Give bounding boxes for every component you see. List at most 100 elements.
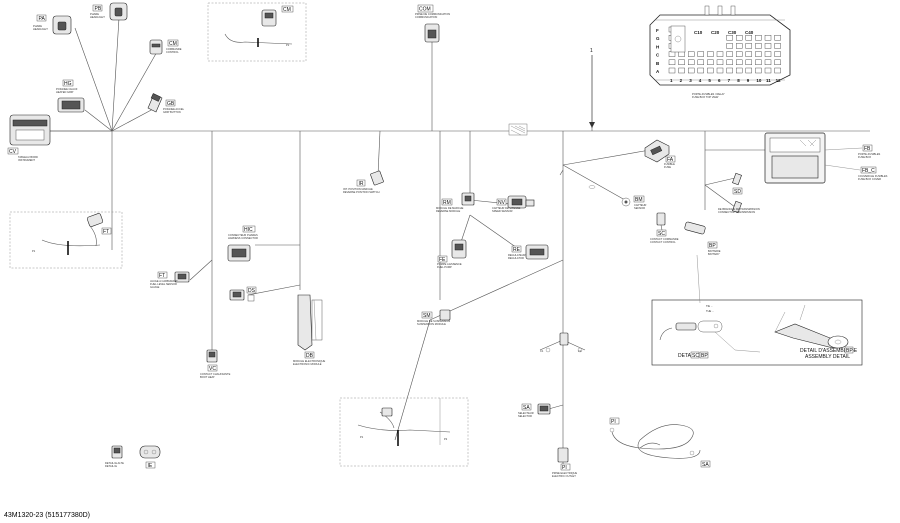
connector-sc: SC CONTACT COMMANDE CONTACT CONTROL BP B… [650,212,721,256]
label-com: COM [419,7,431,13]
label-fe: FE [439,257,446,263]
detail-sc-code: SC [692,353,699,359]
svg-text:TABLEAU BORD: TABLEAU BORD [18,155,38,159]
label-pi: PI [562,465,567,471]
fuse-slot [678,51,685,57]
fuse-column-label: 8 [737,78,740,83]
fuse-column-label: 9 [747,78,750,83]
detail-box-assembly: TIE ... THE ... DETAIL SC BP DETAIL D'AS… [651,254,863,366]
connector-sa: SA SELECTEUR SELECTOR [518,403,551,418]
svg-text:POIGNEE CHAUF: POIGNEE CHAUF [56,87,78,91]
fuse-slot [774,35,781,41]
fuse-slot [764,35,772,41]
fuse-column-label: 3 [689,78,692,83]
connector-vc: VC CONTACT CHAUFFANTE BOOT HEAT [200,349,231,379]
svg-text:COUVERCLE FUSIBLES: COUVERCLE FUSIBLES [858,174,888,178]
label-hg: HG [64,81,72,87]
label-re: RE [513,247,521,253]
label-cv: CV [9,149,17,155]
fuse-slot [697,51,704,57]
svg-text:HEADLIGHT: HEADLIGHT [33,27,48,31]
label-fa: FA [667,157,674,163]
fuse-slot [726,51,733,57]
connector-cm-left: CM COMMANDE CONTROL [149,39,182,55]
svg-text:C2: C2 [578,349,582,353]
svg-text:COMMUNICATION: COMMUNICATION [415,15,437,19]
svg-text:SENSOR: SENSOR [634,206,645,210]
label-pi2: PI [611,419,616,425]
fuse-row-label: H [656,44,659,49]
fuse-column-label: 7 [728,78,731,83]
label-vc: VC [209,366,216,372]
connector-ds: DS [229,286,257,302]
relay-c20: C20 [711,30,720,35]
fuse-slot [716,59,724,65]
svg-text:FUSIBLE: FUSIBLE [664,162,675,166]
fuse-slot [726,43,733,49]
fuse-slot [755,35,762,41]
svg-text:BATTERY: BATTERY [708,252,720,256]
detail-assembly-fr: DETAIL D'ASSEMBLAGE [800,348,858,354]
fuse-slot [688,67,695,74]
fuse-slot [716,51,724,57]
connector-hg: HG POIGNEE CHAUF HEATED GRIP [56,79,85,113]
svg-text:SUSPENSION MODULE: SUSPENSION MODULE [417,322,446,326]
connector-pb: PB PHARE HEADLIGHT [90,2,128,21]
fuse-slot [745,59,752,65]
svg-text:INT. POSITION MARCHE: INT. POSITION MARCHE [343,187,373,191]
connector-ie: DETAIL IE ALTE DETAIL IE IE [105,445,161,469]
svg-text:FUEL PUMP: FUEL PUMP [437,265,452,269]
connector-pi: PI PRISE ELECTRIQUE ELECTRIC OUTLET [552,447,577,478]
detail-box-cm: CM P1 [207,2,307,62]
fuse-column-label: 12 [776,78,782,83]
svg-text:SELECTEUR: SELECTEUR [518,411,534,415]
fuse-slot [774,43,781,49]
detail-box-ft: FT P1 [9,211,123,269]
svg-text:GAUGE: GAUGE [150,285,160,289]
fuse-slot [774,59,781,65]
label-sa2: SA [702,462,709,468]
fuse-column-label: 6 [718,78,721,83]
svg-text:PHARE: PHARE [90,12,99,16]
label-gb: GB [167,101,175,107]
svg-text:BATTERIE: BATTERIE [708,249,721,253]
fuse-slot [736,43,743,49]
fuse-slot [745,67,752,74]
detail-bp3-code: BP [846,348,853,354]
svg-text:P1: P1 [32,249,36,253]
svg-text:BOOT HEAT: BOOT HEAT [200,375,215,379]
fuse-slot [716,67,724,74]
svg-text:MODULE DE MARCHE: MODULE DE MARCHE [436,206,464,210]
label-sm: SM [423,313,431,319]
relay-c10: C10 [694,30,703,35]
fuse-slot [736,59,743,65]
drawing-reference-number: 43M1320-23 (515177380D) [4,512,91,519]
svg-text:DETAIL IE ALTE: DETAIL IE ALTE [105,461,124,465]
svg-text:REVERSE MODULE: REVERSE MODULE [436,209,460,213]
fuse-slot [745,43,752,49]
svg-text:COMMANDE: COMMANDE [166,47,182,51]
svg-text:THE ...: THE ... [706,309,714,313]
label-pa: PA [39,16,46,22]
connector-ft: FT JAUGE A CARBURANT FUEL LEVEL SENSOR G… [150,271,190,289]
fuse-slot [726,35,733,41]
svg-text:PRISE DE COMMUNICATION: PRISE DE COMMUNICATION [415,12,450,16]
detail-sc-label: DETAIL [678,353,695,359]
label-rm: RM [443,200,451,206]
svg-text:HARNESS CONNECTOR: HARNESS CONNECTOR [228,236,258,240]
connector-sd: SD DE BRANCHE DE TRANSMISSION CONNECTOR … [718,172,760,214]
fuse-slot [764,67,772,74]
label-ie: IE [148,463,153,469]
label-fb-c: FB_C [862,168,875,174]
fuse-slot [774,67,781,74]
fuse-slot [745,35,752,41]
svg-text:P1: P1 [360,435,364,439]
relay-c30: C30 [728,30,737,35]
label-sc: SC [658,231,665,237]
connector-sm: SM MODULE DE SUSPENSION SUSPENSION MODUL… [417,309,451,326]
svg-text:REVERSE POSITION SWITCH: REVERSE POSITION SWITCH [343,190,380,194]
